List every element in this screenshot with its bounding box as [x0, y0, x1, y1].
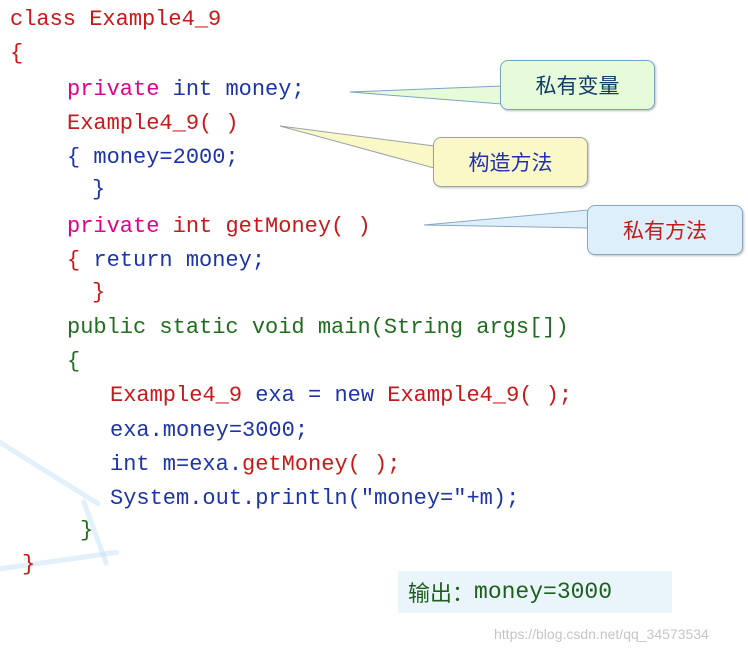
private-method-callout: 私有方法	[587, 205, 743, 255]
code-line: Example4_9( )	[67, 108, 239, 140]
output-label: 输出：	[408, 582, 475, 607]
private-method-callout-label: 私有方法	[623, 219, 707, 243]
code-token: }	[22, 552, 36, 577]
code-token: {	[67, 248, 94, 273]
code-line: { money=2000;	[67, 142, 239, 174]
code-token: exa = new	[255, 383, 388, 408]
code-token: int m=exa.	[110, 452, 243, 477]
private-variable-callout: 私有变量	[500, 60, 655, 110]
code-line: }	[22, 549, 35, 581]
private-variable-pointer	[349, 85, 503, 105]
code-line: exa.money=3000;	[110, 415, 308, 447]
code-line: { return money;	[67, 245, 265, 277]
output-box: 输出：money=3000	[398, 571, 672, 613]
code-token: {	[10, 41, 24, 66]
code-token: private	[67, 214, 173, 239]
watermark-url: https://blog.csdn.net/qq_34573534	[494, 626, 709, 642]
code-token: private	[67, 77, 173, 102]
code-token: int	[172, 77, 226, 102]
code-line: private int money;	[67, 74, 305, 106]
code-token: {	[67, 349, 81, 374]
code-line: {	[67, 346, 80, 378]
code-token: Example4_9	[110, 383, 256, 408]
code-line: }	[80, 515, 93, 547]
code-token: money;	[225, 77, 305, 102]
code-token: int	[172, 214, 226, 239]
code-token: Example4_9( );	[387, 383, 573, 408]
code-token: System.out.println("money="+m);	[110, 486, 520, 511]
code-token: Example4_9	[89, 7, 222, 32]
code-token: getMoney( )	[225, 214, 371, 239]
code-token: Example4_9( )	[67, 111, 239, 136]
code-line: {	[10, 38, 23, 70]
code-token: return money;	[93, 248, 266, 273]
code-line: class Example4_9	[10, 4, 221, 36]
output-value: money=3000	[474, 579, 613, 605]
code-line: Example4_9 exa = new Example4_9( );	[110, 380, 572, 412]
private-method-pointer	[423, 209, 589, 229]
code-line: public static void main(String args[])	[67, 312, 569, 344]
code-token: class	[10, 7, 90, 32]
code-line: }	[92, 277, 105, 309]
constructor-callout-label: 构造方法	[468, 151, 553, 175]
code-line: }	[92, 174, 105, 206]
code-line: System.out.println("money="+m);	[110, 483, 519, 515]
code-line: private int getMoney( )	[67, 211, 371, 243]
code-token: }	[92, 280, 106, 305]
code-token: public static void main(String args[])	[67, 315, 569, 340]
private-variable-callout-label: 私有变量	[535, 74, 620, 98]
code-token: exa.money=3000;	[110, 418, 309, 443]
code-token: }	[80, 518, 94, 543]
code-token: money=2000;	[93, 145, 239, 170]
code-token: {	[67, 145, 94, 170]
code-token: }	[92, 177, 106, 202]
constructor-callout: 构造方法	[433, 137, 588, 187]
constructor-pointer	[279, 125, 435, 169]
code-token: getMoney( );	[242, 452, 401, 477]
code-line: int m=exa.getMoney( );	[110, 449, 400, 481]
